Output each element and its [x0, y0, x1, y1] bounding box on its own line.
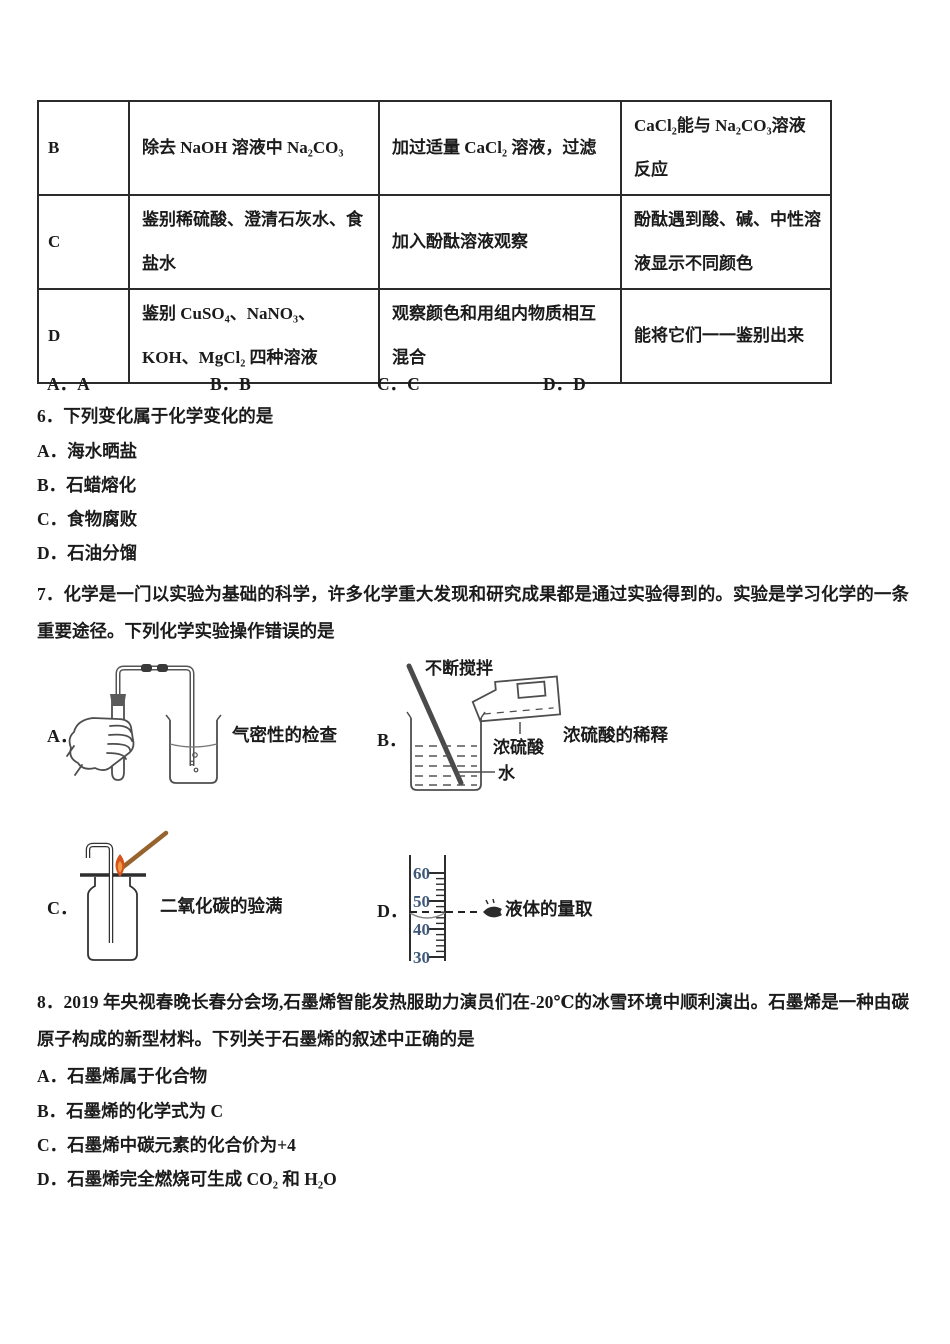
hand	[66, 717, 135, 776]
graduated-cylinder	[409, 855, 446, 961]
bubble	[192, 752, 198, 758]
water-surface	[169, 743, 218, 748]
meniscus	[409, 912, 446, 919]
q8-option-c: C．石墨烯中碳元素的化合价为+4	[37, 1135, 296, 1155]
answer-option-a: A．A	[47, 374, 90, 394]
table-cell-option: C	[37, 194, 130, 290]
diagram-co2-fullness-test	[80, 830, 169, 961]
bubble	[189, 760, 195, 766]
q6-option-b: B．石蜡熔化	[37, 475, 137, 495]
table-row-b: B 除去 NaOH 溶液中 Na₂CO₃ 加过适量 CaCl₂ 溶液，过滤 Ca…	[37, 100, 832, 196]
q8-option-a: A．石墨烯属于化合物	[37, 1066, 208, 1086]
q8-option-d: D．石墨烯完全燃烧可生成 CO₂ 和 H₂O	[37, 1169, 337, 1189]
q7-option-d-caption: 液体的量取	[505, 899, 593, 919]
table-cell-method: 加过适量 CaCl₂ 溶液，过滤	[378, 100, 622, 196]
q7-option-c-caption: 二氧化碳的验满	[160, 896, 283, 916]
answer-option-c: C．C	[377, 374, 420, 394]
q7-option-d-letter: D．	[377, 901, 408, 921]
table-cell-option: B	[37, 100, 130, 196]
q7-option-b-letter: B．	[377, 730, 408, 750]
question-table: B 除去 NaOH 溶液中 Na₂CO₃ 加过适量 CaCl₂ 溶液，过滤 Ca…	[37, 100, 832, 384]
table-cell-task: 除去 NaOH 溶液中 Na₂CO₃	[128, 100, 380, 196]
table-cell-method: 加入酚酞溶液观察	[378, 194, 622, 290]
water-label: 水	[498, 763, 516, 783]
inner-tube	[85, 842, 114, 943]
q7-option-b-caption: 浓硫酸的稀释	[563, 725, 668, 745]
table-row-c: C 鉴别稀硫酸、澄清石灰水、食盐水 加入酚酞溶液观察 酚酞遇到酸、碱、中性溶液显…	[37, 194, 832, 290]
table-row-d: D 鉴别 CuSO₄、NaNO₃、KOH、MgCl₂ 四种溶液 观察颜色和用组内…	[37, 288, 832, 384]
gas-bottle	[87, 877, 138, 961]
answer-option-d: D．D	[543, 374, 586, 394]
acid-label: 浓硫酸	[493, 737, 545, 757]
table-cell-option: D	[37, 288, 130, 384]
table-cell-principle: 能将它们一一鉴别出来	[620, 288, 832, 384]
q6-option-d: D．石油分馏	[37, 543, 138, 563]
stir-label: 不断搅拌	[425, 658, 493, 678]
q7-option-c-letter: C．	[47, 898, 78, 918]
eye-icon	[483, 906, 502, 918]
beaker	[410, 718, 482, 791]
q7-stem: 7．化学是一门以实验为基础的科学，许多化学重大发现和研究成果都是通过实验得到的。…	[37, 584, 909, 641]
answer-option-b: B．B	[210, 374, 251, 394]
diagram-liquid-measuring: 60 50 40 30	[409, 855, 502, 967]
stopper	[110, 694, 126, 706]
stirring-rod	[406, 663, 464, 786]
q8-stem: 8．2019 年央视春晚长春分会场,石墨烯智能发热服助力演员们在-20℃的冰雪环…	[37, 992, 909, 1049]
scale-mark: 40	[413, 920, 430, 939]
q6-option-a: A．海水晒盐	[37, 441, 138, 461]
water-dashes	[415, 745, 477, 786]
q6-option-c: C．食物腐败	[37, 509, 138, 529]
wooden-splint	[120, 830, 169, 870]
reagent-bottle	[471, 675, 562, 723]
bubble	[193, 767, 199, 773]
q7-option-a-caption: 气密性的检查	[232, 725, 337, 745]
table-cell-method: 观察颜色和用组内物质相互混合	[378, 288, 622, 384]
tube-connector	[157, 664, 168, 672]
diagram-acid-dilution: 不断搅拌 浓硫酸 水	[406, 658, 562, 791]
q6-stem: 6．下列变化属于化学变化的是	[37, 406, 274, 426]
beaker	[169, 720, 218, 784]
scale-mark: 60	[413, 864, 430, 883]
scale-mark: 50	[413, 892, 430, 911]
table-cell-task: 鉴别稀硫酸、澄清石灰水、食盐水	[128, 194, 380, 290]
scale-mark: 30	[413, 948, 430, 967]
table-cell-principle: 酚酞遇到酸、碱、中性溶液显示不同颜色	[620, 194, 832, 290]
diagram-airtightness-check	[66, 664, 222, 784]
q8-option-b: B．石墨烯的化学式为 C	[37, 1101, 224, 1121]
tube-connector	[141, 664, 152, 672]
table-cell-principle: CaCl₂能与 Na₂CO₃溶液反应	[620, 100, 832, 196]
test-tube	[111, 698, 125, 781]
table-cell-task: 鉴别 CuSO₄、NaNO₃、KOH、MgCl₂ 四种溶液	[128, 288, 380, 384]
flame-icon	[117, 861, 123, 873]
